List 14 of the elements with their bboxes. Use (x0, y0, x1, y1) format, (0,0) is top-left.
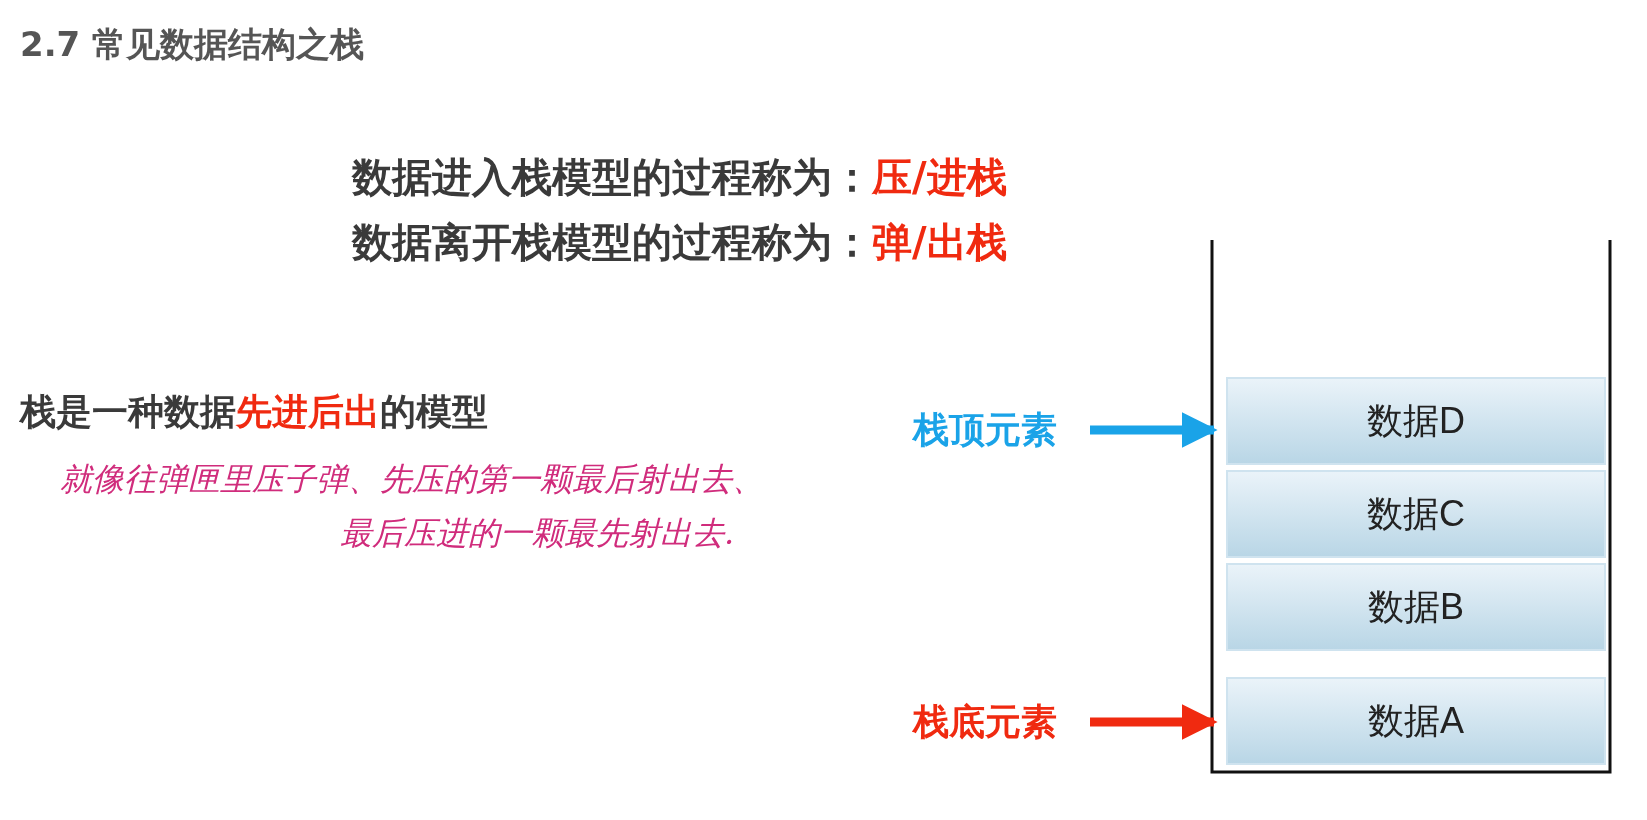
stack-principle-text: 栈是一种数据先进后出的模型 (20, 390, 488, 434)
slide-title: 2.7 常见数据结构之栈 (20, 23, 365, 66)
arrow (1090, 412, 1218, 448)
handwritten-note: 最后压进的一颗最先射出去. (340, 513, 735, 554)
definition-text: 数据进入栈模型的过程称为：压/进栈 (352, 153, 1007, 202)
handwritten-note: 就像往弹匣里压子弹、先压的第一颗最后射出去、 (60, 459, 764, 500)
definition-text: 数据离开栈模型的过程称为：弹/出栈 (352, 218, 1007, 267)
data-block: 数据C (1226, 470, 1606, 558)
stack-bottom-label: 栈底元素 (880, 692, 1090, 752)
data-block: 数据A (1226, 677, 1606, 765)
data-block: 数据D (1226, 377, 1606, 465)
data-block: 数据B (1226, 563, 1606, 651)
stack-top-label: 栈顶元素 (880, 400, 1090, 460)
arrow (1090, 704, 1218, 740)
